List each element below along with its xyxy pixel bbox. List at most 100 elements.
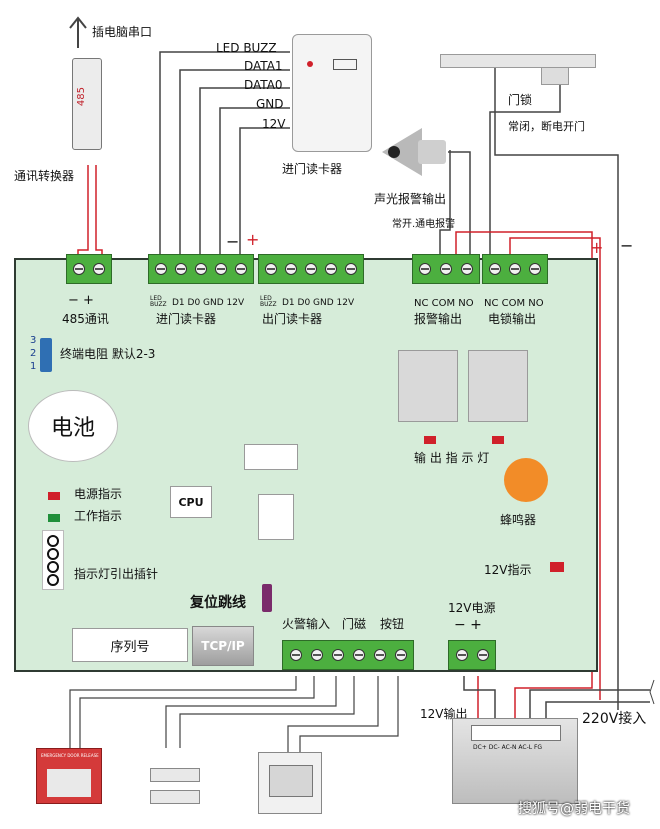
- rs485-text: 485: [76, 87, 87, 107]
- lock-out-label: 电锁输出: [488, 312, 537, 326]
- terminal-12v-power: [448, 640, 496, 670]
- screw: [331, 649, 344, 661]
- header-pin: [47, 535, 59, 547]
- emergency-glass-icon: [47, 769, 91, 797]
- header-pin: [47, 574, 59, 586]
- led-header: [42, 530, 64, 590]
- led12v-label: 12V指示: [484, 563, 532, 577]
- reader-plus-sign: +: [246, 230, 260, 249]
- wire-fire-2: [79, 676, 315, 750]
- screw: [285, 263, 297, 275]
- reset-jumper-icon: [262, 584, 272, 612]
- output-led-label: 输 出 指 示 灯: [414, 451, 490, 465]
- psu12v-label: 12V电源: [448, 601, 496, 615]
- exit-reader-buzz-pin: LED BUZZ: [260, 295, 277, 308]
- reader-minus-sign: −: [226, 232, 240, 251]
- entry-reader-buzz-pin: LED BUZZ: [150, 295, 167, 308]
- wire-485-b: [95, 165, 103, 262]
- converter-label: 通讯转换器: [14, 169, 75, 183]
- screw: [215, 263, 227, 275]
- serial-number-box: 序列号: [72, 628, 188, 662]
- screw: [235, 263, 247, 275]
- tcpip-label: TCP/IP: [201, 639, 245, 653]
- terminal-alarm-out: [412, 254, 480, 284]
- door-sensor-switch: [150, 790, 200, 804]
- screw: [345, 263, 357, 275]
- exit-reader-label: 出门读卡器: [262, 312, 323, 326]
- wire-220-1: [529, 689, 650, 720]
- watermark: 搜狐号@弱电干货: [518, 801, 630, 817]
- buzzer-label: 蜂鸣器: [500, 513, 537, 527]
- alarm-out-label: 报警输出: [414, 312, 463, 326]
- screw: [439, 263, 452, 275]
- wire-485-a: [77, 165, 89, 262]
- reader-slot-icon: [333, 59, 357, 70]
- reader-label: 进门读卡器: [282, 162, 343, 176]
- power-supply-unit: DC+ DC- AC-N AC-L FG: [452, 718, 578, 804]
- alarm-horn-icon: [382, 122, 452, 182]
- entry-reader-label: 进门读卡器: [156, 312, 217, 326]
- emergency-door-release: EMERGENCY DOOR RELEASE: [36, 748, 102, 804]
- button-label: 按钮: [380, 617, 405, 631]
- reader-pin-12v: 12V: [262, 117, 286, 131]
- screw: [394, 649, 407, 661]
- lock-pins: NC COM NO: [484, 298, 544, 309]
- wire-220-2: [545, 701, 650, 720]
- reader-pin-led-buzz: LED BUZZ: [216, 41, 277, 55]
- screw: [289, 649, 302, 661]
- led-header-label: 指示灯引出插针: [74, 567, 159, 581]
- alarm-note: 常开.通电报警: [392, 219, 456, 230]
- screw: [93, 263, 105, 275]
- screw: [155, 263, 167, 275]
- screw: [325, 263, 337, 275]
- wire-data1: [179, 69, 290, 262]
- buzzer: [504, 458, 548, 502]
- screw: [476, 649, 489, 661]
- lock-note: 常闭，断电开门: [508, 120, 585, 133]
- termination-jumper: 3 2 1: [22, 334, 44, 372]
- screw: [529, 263, 541, 275]
- cpu-label: CPU: [178, 495, 204, 509]
- exit-button-plate-icon: [269, 765, 313, 797]
- terminal-485: [66, 254, 112, 284]
- alarm-pins: NC COM NO: [414, 298, 474, 309]
- wire-door: [165, 676, 337, 748]
- wire-fire: [69, 676, 297, 750]
- reset-label: 复位跳线: [190, 595, 246, 611]
- power-plus-sign: +: [590, 238, 604, 257]
- screw: [265, 263, 277, 275]
- alarm-label: 声光报警输出: [374, 192, 447, 206]
- led-12v: [550, 562, 564, 572]
- screw: [373, 649, 386, 661]
- wire-alarm-2: [448, 151, 471, 262]
- entry-reader-pins: D1 D0 GND 12V: [172, 298, 245, 308]
- terminal-exit-reader: [258, 254, 364, 284]
- rs485-label: 485通讯: [62, 312, 109, 326]
- lock-label: 门锁: [508, 93, 533, 107]
- wire-door-2: [179, 676, 355, 748]
- psu-terminal-strip: [471, 725, 561, 741]
- wire-gnd: [219, 107, 290, 262]
- wire-led-buzz: [159, 51, 290, 262]
- lock-bolt-icon: [541, 67, 569, 85]
- emergency-title: EMERGENCY DOOR RELEASE: [41, 753, 99, 758]
- serial-label: 序列号: [110, 639, 150, 655]
- door-lock: [440, 54, 596, 85]
- wire-12v: [239, 127, 290, 262]
- screw: [455, 649, 468, 661]
- jumper-num-1: 1: [30, 361, 37, 372]
- rs485-converter: 485: [72, 58, 102, 150]
- rs485-polarity: − +: [68, 293, 94, 308]
- jumper-num-3: 3: [30, 335, 37, 346]
- fire-input-label: 火警输入: [282, 617, 331, 631]
- memory-chip: [244, 444, 298, 470]
- door-sensor-label: 门磁: [342, 617, 367, 631]
- alarm-relay: [398, 350, 458, 422]
- lock-relay: [468, 350, 528, 422]
- screw: [175, 263, 187, 275]
- exit-button-device: [258, 752, 322, 814]
- ac-in-label: 220V接入: [582, 711, 647, 727]
- exit-reader-pins: D1 D0 GND 12V: [282, 298, 355, 308]
- screw: [310, 649, 323, 661]
